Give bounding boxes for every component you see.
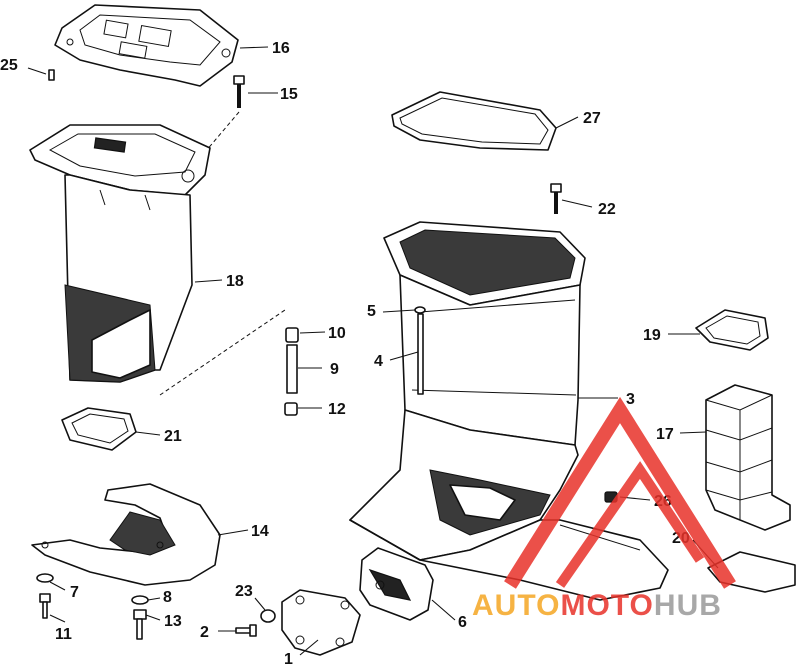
callout-14: 14 (251, 523, 269, 540)
callout-27: 27 (583, 110, 601, 127)
callout-11: 11 (55, 626, 72, 643)
callout-15: 15 (280, 86, 298, 103)
part-9-tube (286, 344, 298, 394)
watermark-hub: HUB (654, 589, 722, 622)
part-13-bolt (133, 609, 147, 640)
callout-2: 2 (200, 624, 209, 641)
watermark-text: AUTOMOTOHUB (472, 589, 722, 622)
watermark-moto: MOTO (560, 589, 653, 622)
part-14-plate (31, 483, 221, 586)
part-19-seal (695, 309, 769, 351)
callout-12: 12 (328, 401, 346, 418)
callout-13: 13 (164, 613, 182, 630)
part-5-washer (414, 306, 426, 314)
callout-4: 4 (374, 353, 383, 370)
part-8-washer (131, 595, 149, 605)
part-6-bracket (359, 547, 434, 621)
callout-7: 7 (70, 584, 79, 601)
part-1-cover (281, 589, 361, 656)
part-10-bushing (285, 327, 299, 343)
callout-21: 21 (164, 428, 182, 445)
callout-9: 9 (330, 361, 339, 378)
part-25-pin (48, 69, 55, 81)
callout-25: 25 (0, 57, 18, 74)
part-16-gasket (54, 4, 239, 87)
callout-labels: 16 25 15 18 10 9 12 21 14 7 8 13 11 23 2… (0, 40, 690, 667)
part-23-washer (260, 609, 276, 623)
watermark-triangle-inner (555, 461, 705, 588)
watermark-logo: AUTOMOTOHUB (472, 396, 736, 622)
callout-8: 8 (163, 589, 172, 606)
part-21-seal (61, 407, 137, 451)
callout-5: 5 (367, 303, 376, 320)
part-12-bushing (284, 402, 298, 416)
part-18-adapter (29, 124, 286, 396)
callout-22: 22 (598, 201, 616, 218)
watermark-auto: AUTO (472, 589, 560, 622)
callout-16: 16 (272, 40, 290, 57)
callout-19: 19 (643, 327, 661, 344)
callout-23: 23 (235, 583, 253, 600)
part-4-stud (417, 313, 424, 395)
part-2-screw (235, 624, 257, 637)
part-7-washer (36, 573, 54, 583)
callout-17: 17 (656, 426, 674, 443)
callout-6: 6 (458, 614, 467, 631)
callout-18: 18 (226, 273, 244, 290)
callout-3: 3 (626, 391, 635, 408)
callout-1: 1 (284, 651, 293, 667)
part-17-exhaust-tube (705, 384, 791, 531)
watermark-triangle-outer (504, 396, 736, 589)
part-11-bolt (39, 593, 51, 619)
part-27-gasket-ring (391, 91, 557, 151)
callout-10: 10 (328, 325, 346, 342)
part-3-housing (349, 221, 669, 601)
part-22-bolt (550, 183, 562, 214)
